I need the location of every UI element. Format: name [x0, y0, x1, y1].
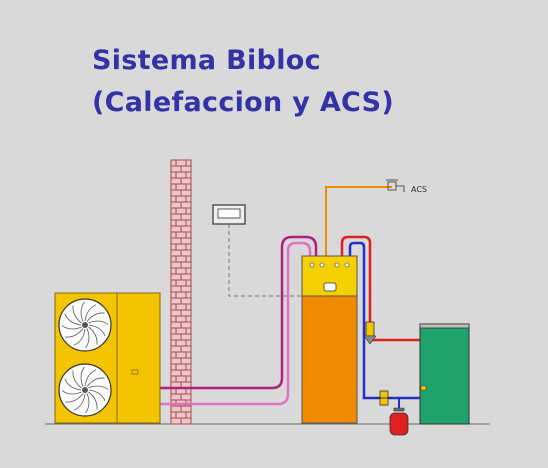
dhw-tank — [419, 323, 470, 425]
acs-label: ACS — [411, 185, 427, 194]
cold-water-pipe — [348, 241, 420, 400]
heating-pipes — [160, 235, 318, 406]
outdoor-unit — [54, 292, 161, 424]
title-line-2: (Calefaccion y ACS) — [92, 87, 395, 118]
expansion-vessel-icon — [389, 398, 409, 436]
diagram-title: Sistema Bibloc (Calefaccion y ACS) — [92, 40, 394, 124]
valve-icon — [376, 390, 392, 406]
title-line-1: Sistema Bibloc — [92, 45, 321, 76]
thermostat-icon — [212, 204, 246, 225]
brick-wall — [170, 159, 192, 425]
fan-icon — [58, 363, 112, 417]
valve-icon — [363, 321, 377, 345]
faucet-icon — [386, 179, 405, 192]
dhw-outlet-pipe — [325, 186, 392, 258]
hot-water-pipe — [340, 235, 420, 342]
indoor-hydro-module — [301, 255, 358, 424]
control-wire — [228, 224, 302, 297]
fan-icon — [58, 298, 112, 352]
